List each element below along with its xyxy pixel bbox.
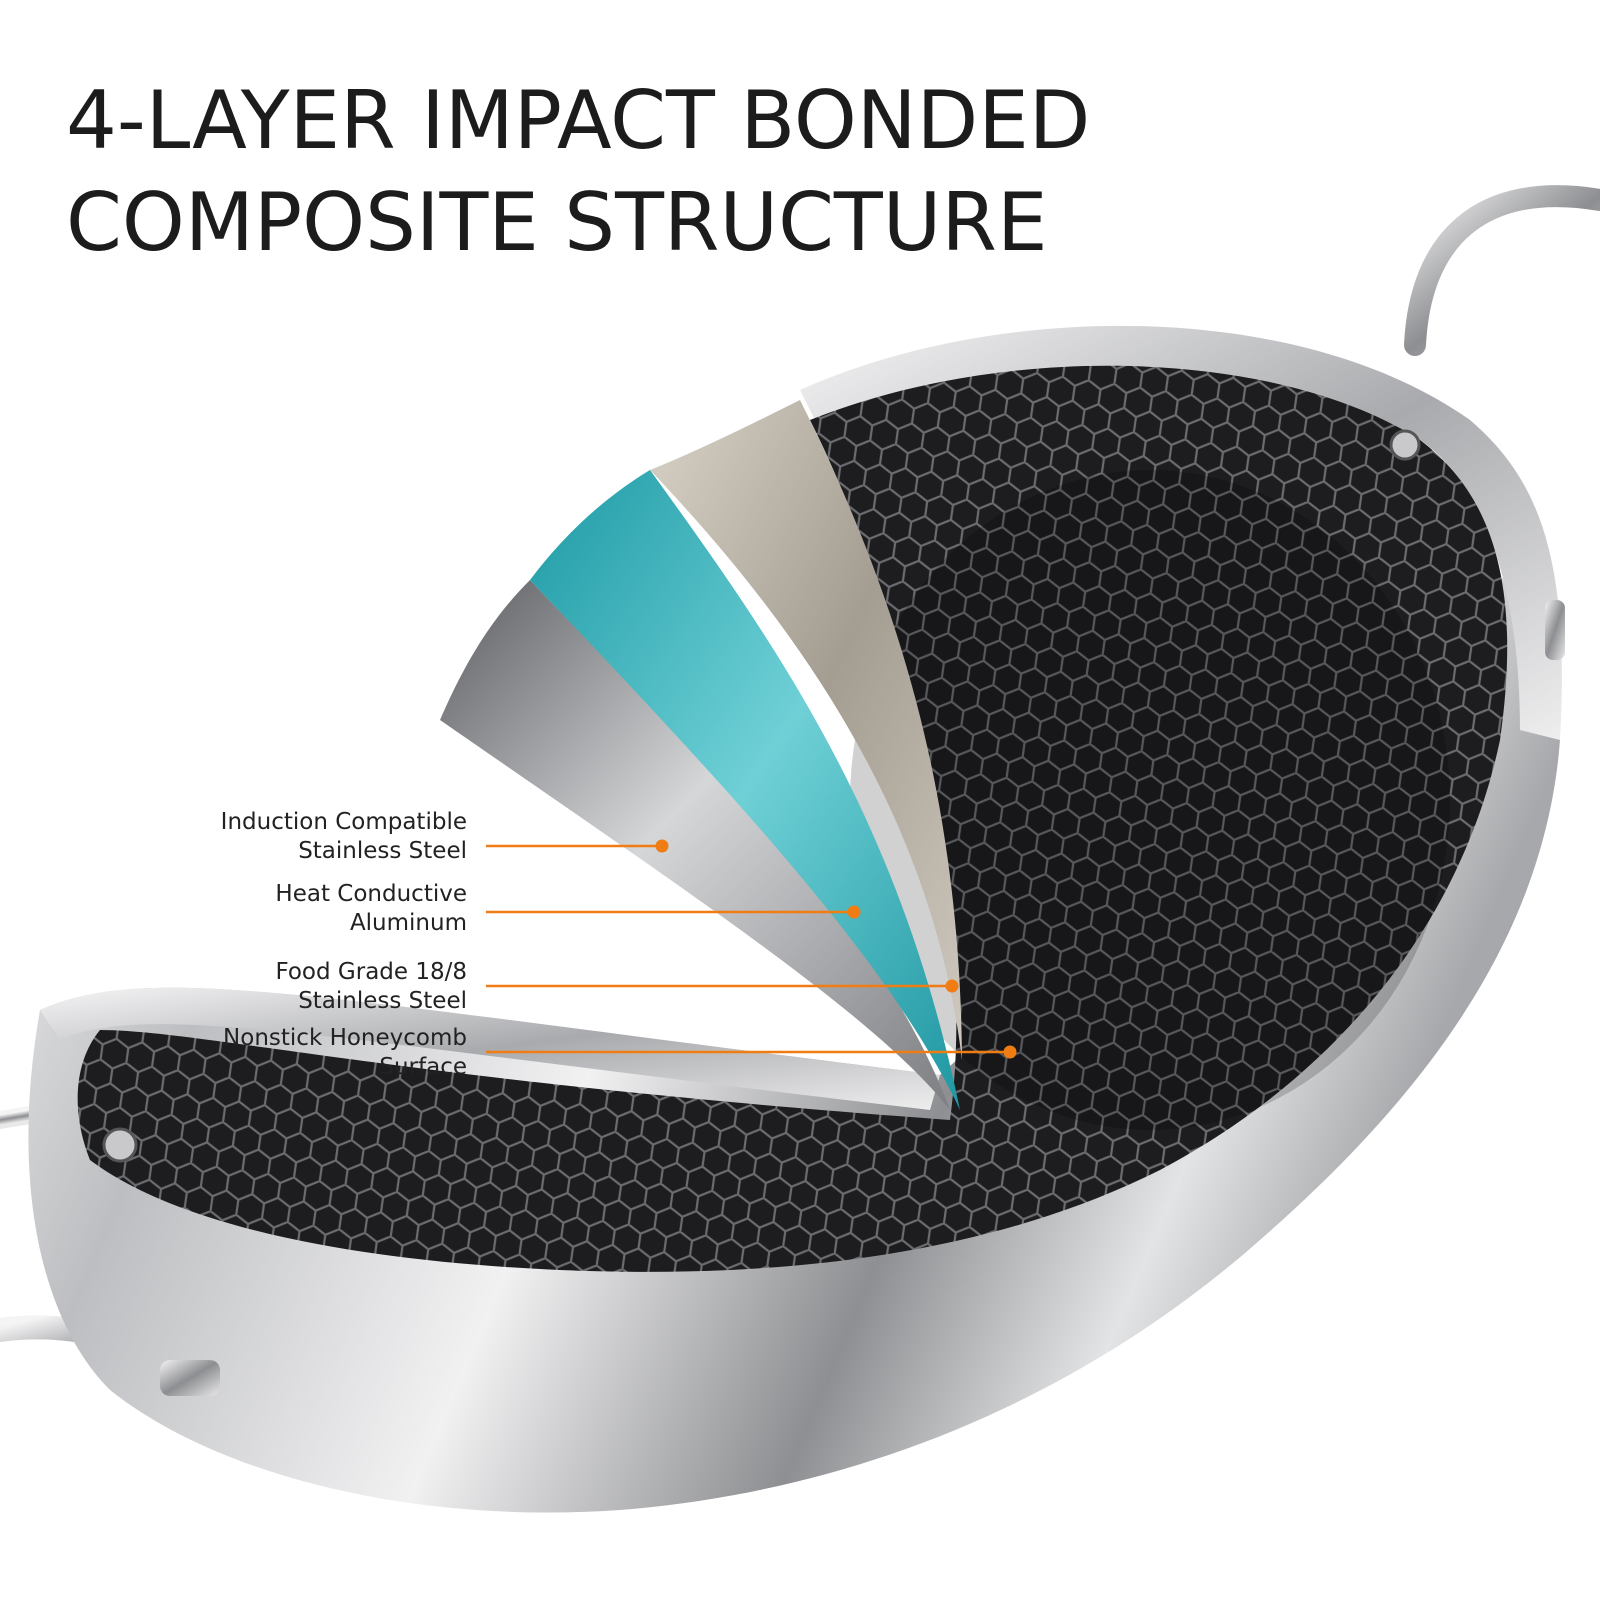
handle-bracket-left xyxy=(160,1360,220,1396)
headline-line-1: 4-LAYER IMPACT BONDED xyxy=(66,74,1091,167)
headline-line-2: COMPOSITE STRUCTURE xyxy=(66,176,1048,269)
left-handle-upper xyxy=(0,1106,39,1129)
wok-back-rim xyxy=(800,325,1562,740)
layer-food-grade-steel xyxy=(650,400,962,1060)
interior-shading xyxy=(850,470,1450,1130)
label-heat-aluminum: Heat Conductive Aluminum xyxy=(275,881,467,936)
nonstick-interior xyxy=(77,365,1508,1272)
rivet-left xyxy=(102,1127,138,1163)
label-food-grade-steel: Food Grade 18/8 Stainless Steel xyxy=(275,959,467,1014)
callout-dot-aluminum xyxy=(847,905,861,919)
layer-heat-aluminum xyxy=(530,470,960,1110)
right-handle xyxy=(1404,185,1600,356)
rivet-right xyxy=(1389,429,1421,461)
wok-rim xyxy=(40,987,940,1110)
label-induction-steel: Induction Compatible Stainless Steel xyxy=(220,809,467,864)
layer-induction-steel xyxy=(440,580,950,1110)
callout-dot-nonstick xyxy=(1003,1045,1017,1059)
callout-dot-induction xyxy=(655,839,669,853)
callouts xyxy=(486,839,1017,1059)
callout-dot-food-grade xyxy=(945,979,959,993)
label-nonstick-surface: Nonstick Honeycomb Surface xyxy=(223,1025,467,1080)
headline: 4-LAYER IMPACT BONDED COMPOSITE STRUCTUR… xyxy=(66,70,1266,274)
handle-bracket-right xyxy=(1545,600,1565,660)
